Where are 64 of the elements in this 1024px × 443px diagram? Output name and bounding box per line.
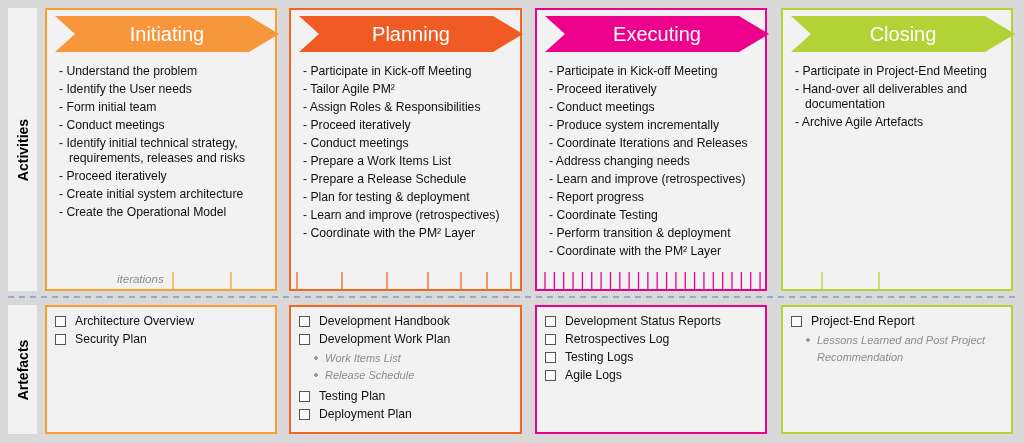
row-header-band [8,8,37,291]
activity-item: - Form initial team [59,100,158,115]
artefact-panel [289,305,522,434]
phase-title: Executing [613,22,701,46]
artefact-item: Development Work Plan [319,332,451,347]
row-header: Artefacts [14,339,31,400]
phase-heading-banner [299,16,523,52]
artefact-panel [45,305,277,434]
activity-item: - Produce system incrementally [549,118,720,133]
activity-item: - Understand the problem [59,64,199,79]
artefact-item: Testing Logs [565,350,634,365]
phase-title: Initiating [129,22,205,46]
activity-item: - Participate in Project-End Meeting [795,64,988,79]
artefact-item: Agile Logs [565,368,622,383]
activity-item: - Proceed iteratively [303,118,412,133]
activity-item: - Coordinate with the PM² Layer [303,226,477,241]
iterations-label: iterations [117,273,164,285]
phase-heading-banner [791,16,1015,52]
activity-item: - Hand-over all deliverables and documentation [795,82,969,112]
activity-item: - Assign Roles & Responsibilities [303,100,482,115]
phase-panel [45,8,277,291]
activity-item: - Coordinate with the PM² Layer [549,244,723,259]
activity-item: - Identify the User needs [59,82,193,97]
artefact-item: Security Plan [75,332,147,347]
activity-item: - Conduct meetings [303,136,410,151]
activity-item: - Address changing needs [549,154,691,169]
artefact-panel [781,305,1013,434]
artefact-item: Deployment Plan [319,407,412,422]
artefact-item: Project-End Report [811,314,915,329]
artefact-item: Development Status Reports [565,314,721,329]
phase-heading-banner [55,16,279,52]
artefact-item: Architecture Overview [75,314,195,329]
activity-item: - Learn and improve (retrospectives) [303,208,501,223]
activity-item: - Conduct meetings [549,100,656,115]
phase-panel [781,8,1013,291]
activity-item: - Prepare a Work Items List [303,154,453,169]
activity-item: - Prepare a Release Schedule [303,172,468,187]
phase-title: Closing [869,22,937,46]
row-header: Activities [14,118,31,181]
activity-item: - Proceed iteratively [59,169,168,184]
row-header-band [8,305,37,434]
activity-item: - Identify initial technical strategy, requirements, releases and risks [59,136,247,166]
activity-item: - Report progress [549,190,645,205]
activity-item: - Archive Agile Artefacts [795,115,925,130]
artefact-item: Retrospectives Log [565,332,670,347]
activity-item: - Plan for testing & deployment [303,190,471,205]
artefact-item: Testing Plan [319,389,386,404]
phase-panel [289,8,522,291]
phase-heading-banner [545,16,769,52]
activity-item: - Perform transition & deployment [549,226,732,241]
artefact-item: Development Handbook [319,314,450,329]
activity-item: - Coordinate Testing [549,208,659,223]
phase-panel [535,8,767,291]
activity-item: - Create the Operational Model [59,205,228,220]
activity-item: - Create initial system architecture [59,187,245,202]
phase-title: Planning [372,22,450,46]
activity-item: - Proceed iteratively [549,82,658,97]
activity-item: - Tailor Agile PM² [303,82,396,97]
activity-item: - Participate in Kick-off Meeting [303,64,473,79]
activity-item: - Learn and improve (retrospectives) [549,172,747,187]
activity-item: - Conduct meetings [59,118,166,133]
artefact-panel [535,305,767,434]
activity-item: - Participate in Kick-off Meeting [549,64,719,79]
activity-item: - Coordinate Iterations and Releases [549,136,749,151]
